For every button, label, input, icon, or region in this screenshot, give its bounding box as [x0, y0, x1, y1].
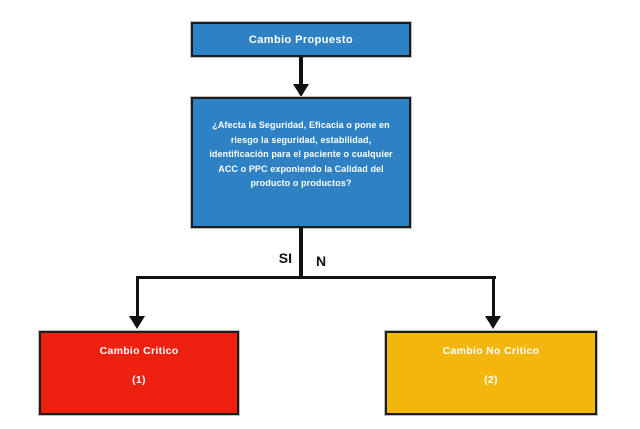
node-cambio-no-critico: Cambio No Critico (2)	[384, 330, 598, 416]
arrow-down-icon	[293, 84, 309, 97]
node-cambio-critico: Cambio Critico (1)	[38, 330, 240, 416]
arrow-down-icon	[485, 316, 501, 329]
node-cambio-propuesto-label: Cambio Propuesto	[248, 33, 354, 46]
arrow-to-noncritical-line	[492, 276, 495, 318]
node-question: ¿Afecta la Seguridad, Eficacia o pone en…	[190, 96, 412, 229]
arrow-down-icon	[129, 316, 145, 329]
branch-label-si: SI	[278, 250, 292, 266]
connector-question-exit-line	[299, 228, 303, 278]
node-cambio-propuesto: Cambio Propuesto	[190, 21, 412, 58]
branch-label-n: N	[316, 253, 327, 269]
connector-branch-horizontal-line	[137, 276, 496, 279]
node-cambio-critico-number: (1)	[132, 374, 146, 386]
arrow-proposed-to-question-line	[299, 57, 303, 85]
node-cambio-critico-label: Cambio Critico	[99, 345, 179, 357]
node-cambio-no-critico-label: Cambio No Critico	[442, 345, 540, 357]
node-cambio-no-critico-number: (2)	[484, 374, 498, 386]
arrow-to-critical-line	[136, 276, 139, 318]
node-question-label: ¿Afecta la Seguridad, Eficacia o pone en…	[209, 120, 393, 188]
